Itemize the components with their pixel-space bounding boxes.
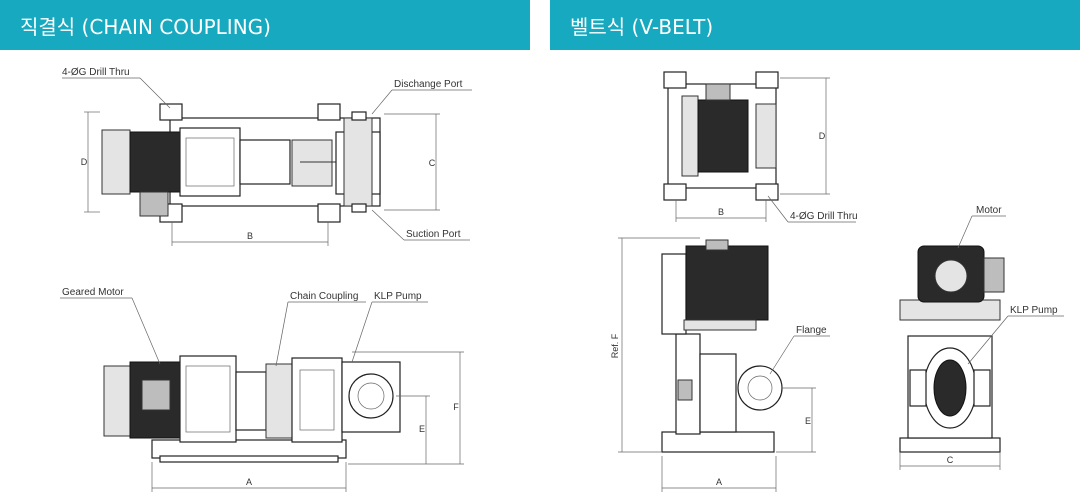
chain-side-base-feet bbox=[159, 455, 339, 463]
chain-side-klp-pump-label: KLP Pump bbox=[374, 291, 422, 302]
vbelt-side-dim-ref-f: Ref. F bbox=[610, 333, 620, 358]
vbelt-top-view: D B 4-ØG Drill Thru bbox=[663, 71, 858, 223]
chain-side-chain-coupling-label: Chain Coupling bbox=[290, 291, 358, 302]
vbelt-front-view: C Motor KLP Pump bbox=[899, 205, 1064, 470]
chain-top-motor-body bbox=[129, 131, 181, 193]
vbelt-side-terminal-box bbox=[705, 239, 729, 251]
vbelt-front-motor-fan bbox=[934, 259, 968, 293]
vbelt-side-flange bbox=[737, 365, 783, 411]
vbelt-side-flange-inner bbox=[747, 375, 773, 401]
vbelt-front-dim-c: C bbox=[947, 455, 954, 465]
vbelt-front-motor-leader bbox=[957, 215, 973, 249]
vbelt-side-motor-mount bbox=[683, 319, 757, 331]
chain-side-pump-leader bbox=[351, 301, 373, 363]
section-title-chain-coupling: 직결식 (CHAIN COUPLING) bbox=[20, 14, 271, 39]
chain-top-suction-leader bbox=[371, 209, 405, 241]
chain-top-view: D C B 4-ØG Drill Thru Dischange Port Suc… bbox=[62, 67, 472, 246]
chain-top-coupling-guard bbox=[239, 139, 291, 185]
chain-top-dim-b: B bbox=[247, 231, 253, 241]
vbelt-side-dim-e: E bbox=[805, 416, 811, 426]
vbelt-front-motor-plate bbox=[899, 299, 1001, 321]
chain-side-base bbox=[151, 439, 347, 459]
vbelt-top-mount-tab bbox=[663, 183, 687, 201]
chain-top-discharge-flange bbox=[351, 111, 367, 121]
vbelt-top-dim-d: D bbox=[819, 131, 826, 141]
chain-side-coupling-guard bbox=[235, 371, 267, 431]
vbelt-top-pump bbox=[755, 103, 777, 169]
chain-side-dim-e: E bbox=[419, 424, 425, 434]
chain-side-gearbox-inner bbox=[185, 365, 231, 433]
vbelt-top-dim-b: B bbox=[718, 207, 724, 217]
chain-top-motor-endcap bbox=[101, 129, 131, 195]
section-title-v-belt: 벨트식 (V-BELT) bbox=[570, 14, 714, 39]
chain-top-mount-tab bbox=[159, 103, 183, 121]
vbelt-side-flange-leader bbox=[769, 335, 795, 375]
vbelt-front-base bbox=[899, 437, 1001, 453]
chain-side-chain-coupling bbox=[265, 363, 293, 439]
vbelt-front-motor-label: Motor bbox=[976, 205, 1002, 216]
chain-side-dim-f: F bbox=[453, 402, 459, 412]
chain-top-coupling bbox=[291, 139, 333, 187]
chain-side-coupling-leader bbox=[275, 301, 289, 367]
vbelt-front-port-left bbox=[909, 369, 927, 407]
vbelt-top-motor-body bbox=[697, 99, 749, 173]
vbelt-side-dim-a: A bbox=[716, 477, 722, 487]
chain-side-dim-a: A bbox=[246, 477, 252, 487]
chain-top-mount-tab bbox=[317, 203, 341, 223]
chain-top-gearbox-inner bbox=[185, 137, 235, 187]
chain-top-pump-ports bbox=[343, 117, 373, 207]
vbelt-top-mount-tab bbox=[663, 71, 687, 89]
chain-side-motor-endcap bbox=[103, 365, 131, 437]
vbelt-side-belt-guard bbox=[661, 253, 687, 335]
chain-side-pump-port-inner bbox=[357, 382, 385, 410]
chain-side-gearbox bbox=[179, 355, 237, 443]
section-header-v-belt: 벨트식 (V-BELT) bbox=[550, 0, 1080, 50]
chain-side-pump-body bbox=[291, 357, 343, 443]
vbelt-top-terminal-box bbox=[705, 83, 731, 101]
chain-top-mount-tab bbox=[317, 103, 341, 121]
vbelt-front-pump-leader bbox=[967, 315, 1009, 365]
chain-side-pump-port bbox=[348, 373, 394, 419]
vbelt-side-view: Ref. F E A Flange bbox=[610, 237, 830, 492]
chain-top-discharge-port-label: Dischange Port bbox=[394, 79, 463, 90]
chain-top-drill-thru-label: 4-ØG Drill Thru bbox=[62, 67, 130, 78]
vbelt-side-base bbox=[661, 431, 775, 453]
vbelt-side-box bbox=[677, 379, 693, 401]
chain-top-dim-c: C bbox=[429, 158, 436, 168]
chain-side-motor-leader bbox=[131, 297, 161, 365]
vbelt-front-terminal-box bbox=[983, 257, 1005, 293]
chain-top-suction-port-label: Suction Port bbox=[406, 229, 461, 240]
chain-side-terminal-box bbox=[141, 379, 171, 411]
chain-side-geared-motor-label: Geared Motor bbox=[62, 287, 124, 298]
chain-top-drill-leader bbox=[139, 77, 171, 109]
chain-top-dim-d: D bbox=[81, 157, 88, 167]
vbelt-side-motor-body bbox=[685, 245, 769, 321]
section-header-chain-coupling: 직결식 (CHAIN COUPLING) bbox=[0, 0, 530, 50]
vbelt-top-pulley bbox=[681, 95, 699, 177]
vbelt-front-port-right bbox=[973, 369, 991, 407]
vbelt-front-pump-rotor bbox=[933, 359, 967, 417]
chain-side-view: F E A Geared Motor Chain Coupling KLP Pu… bbox=[60, 287, 464, 492]
vbelt-top-drill-thru-label: 4-ØG Drill Thru bbox=[790, 211, 858, 222]
vbelt-top-drill-leader bbox=[767, 195, 789, 223]
vbelt-top-mount-tab bbox=[755, 71, 779, 89]
chain-side-pump-inner bbox=[299, 369, 335, 431]
vbelt-front-klp-pump-label: KLP Pump bbox=[1010, 305, 1058, 316]
vbelt-top-mount-tab bbox=[755, 183, 779, 201]
chain-top-suction-flange bbox=[351, 203, 367, 213]
vbelt-side-pump-body bbox=[699, 353, 737, 433]
vbelt-side-flange-label: Flange bbox=[796, 325, 827, 336]
chain-top-discharge-leader bbox=[371, 89, 393, 115]
chain-top-terminal-box bbox=[139, 191, 169, 217]
